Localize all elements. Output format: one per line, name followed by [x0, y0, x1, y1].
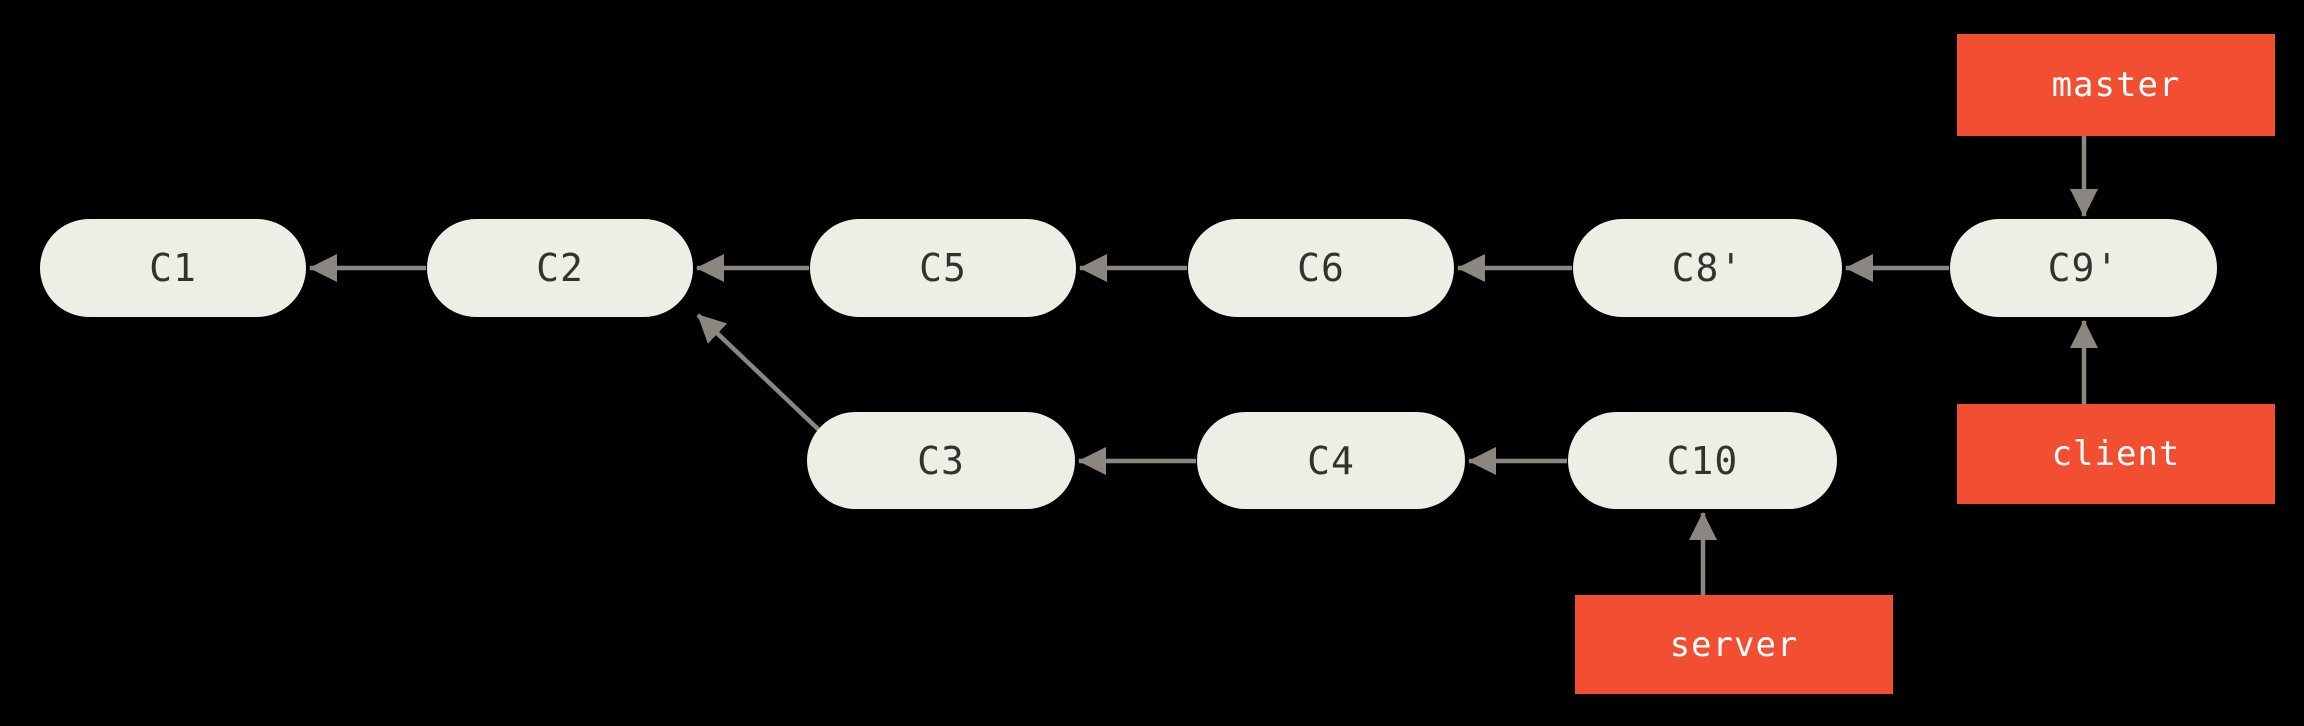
commit-label: C9'	[2047, 246, 2120, 290]
commit-label: C1	[149, 246, 197, 290]
branch-ref-server: server	[1575, 595, 1893, 694]
branch-ref-master: master	[1957, 34, 2275, 136]
branch-ref-client: client	[1957, 404, 2275, 504]
commit-node-c10: C10	[1568, 412, 1837, 509]
commit-node-c3: C3	[807, 412, 1075, 509]
commit-label: C8'	[1671, 246, 1744, 290]
branch-label: server	[1669, 624, 1799, 665]
commit-node-c4: C4	[1197, 412, 1465, 509]
commit-label: C2	[536, 246, 584, 290]
commit-label: C4	[1307, 438, 1355, 483]
branch-label: client	[2051, 434, 2181, 474]
commit-label: C10	[1666, 438, 1739, 483]
branch-label: master	[2051, 65, 2181, 105]
commit-label: C6	[1297, 246, 1345, 290]
commit-node-c8-prime: C8'	[1573, 219, 1842, 317]
commit-node-c1: C1	[40, 219, 306, 317]
commit-node-c6: C6	[1188, 219, 1454, 317]
commit-label: C5	[919, 246, 967, 290]
commit-node-c2: C2	[427, 219, 693, 317]
commit-node-c9-prime: C9'	[1950, 219, 2217, 317]
commit-label: C3	[917, 438, 965, 483]
commit-node-c5: C5	[810, 219, 1076, 317]
